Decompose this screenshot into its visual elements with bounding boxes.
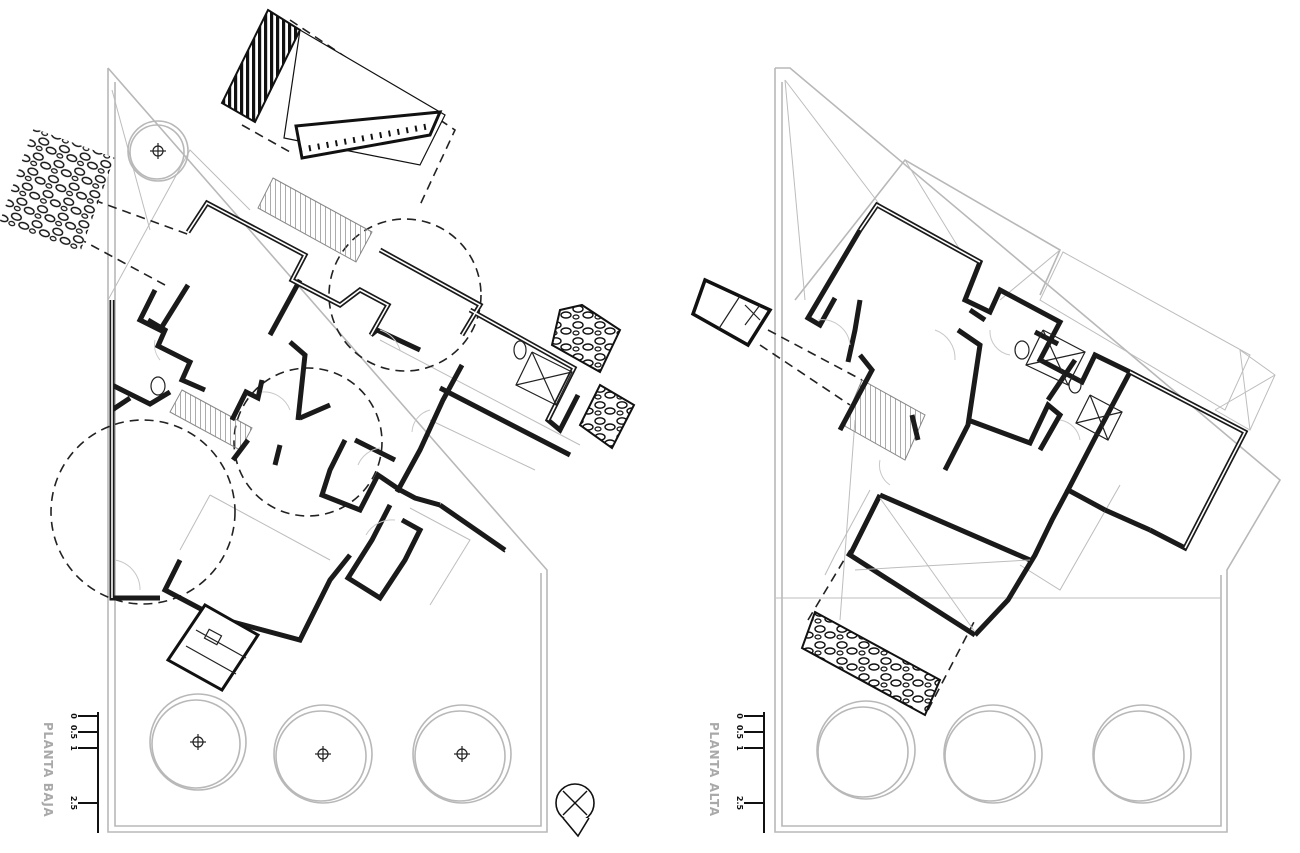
- tree-symbol-icon: [943, 704, 1043, 804]
- exterior-stair-top: [220, 8, 446, 166]
- tree-cluster-icon: [0, 128, 115, 252]
- north-arrow-icon: [555, 783, 595, 838]
- planta-alta-plan: [690, 67, 1282, 833]
- site-boundary: [774, 67, 1282, 833]
- tree-symbol-icon: [412, 704, 512, 804]
- planta-baja-plan: [0, 8, 636, 833]
- stone-planter: [550, 303, 636, 450]
- scale-bar-baja: 0 0.5 1 2.5 PLANTA BAJA: [41, 712, 99, 833]
- stone-planter: [800, 610, 942, 717]
- terrace-lines: [107, 89, 581, 606]
- main-stair: [257, 177, 373, 263]
- scale-tick-0: 0: [69, 713, 78, 719]
- roof-outlines: [784, 79, 1276, 621]
- plan-title-baja: PLANTA BAJA: [41, 722, 55, 817]
- scale-tick-1: 1: [735, 745, 744, 751]
- scale-tick-05: 0.5: [69, 725, 78, 740]
- site-boundary: [107, 67, 548, 833]
- entry-cabinet: [165, 603, 261, 692]
- scale-tick-25: 2.5: [735, 796, 744, 811]
- toilet-fixture: [1014, 340, 1030, 360]
- toilet-fixture: [513, 340, 527, 360]
- toilet-fixture: [1068, 376, 1082, 394]
- interior-stair: [169, 389, 253, 451]
- walls-ground: [109, 199, 581, 643]
- tree-symbol-icon: [273, 704, 373, 804]
- scale-bar-alta: 0 0.5 1 2.5 PLANTA ALTA: [707, 712, 765, 833]
- tree-symbol-icon: [149, 693, 247, 791]
- plan-title-alta: PLANTA ALTA: [707, 722, 721, 817]
- tree-symbol-icon: [816, 700, 916, 800]
- tree-symbol-icon: [127, 120, 189, 182]
- door-swings: [817, 319, 1081, 486]
- toilet-fixture: [150, 376, 166, 396]
- balcony-box: [690, 277, 773, 348]
- wall-inner-lines: [859, 203, 1247, 549]
- door-swings: [114, 329, 431, 591]
- scale-tick-25: 2.5: [69, 796, 78, 811]
- tree-symbol-icon: [1092, 704, 1192, 804]
- callout-lines: [759, 329, 976, 711]
- scale-tick-1: 1: [69, 745, 78, 751]
- scale-tick-05: 0.5: [735, 725, 744, 740]
- scale-tick-0: 0: [735, 713, 744, 719]
